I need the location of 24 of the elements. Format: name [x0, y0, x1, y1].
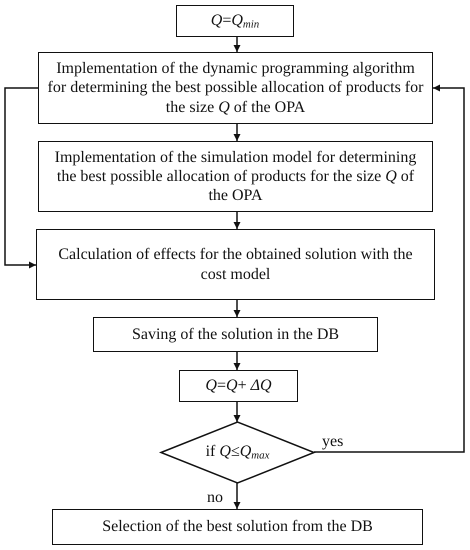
step-text: Implementation of the simulation model for determining the best possible allocation of products for the size Q of the OPA: [54, 148, 418, 206]
arrow: [234, 483, 240, 509]
arrow: [234, 402, 240, 422]
step-text: Selection of the best solution from the DB: [102, 517, 373, 537]
process-box: [38, 52, 433, 124]
arrow: [4, 87, 38, 268]
step-text: Calculation of effects for the obtained solution with the cost model: [57, 245, 414, 284]
process-box: [38, 141, 433, 212]
process-box: [176, 5, 294, 37]
process-box: [93, 317, 378, 352]
arrow: [234, 300, 240, 317]
arrow: [234, 212, 240, 229]
step-text: if Q≤Q$_{max}$: [206, 442, 270, 463]
arrow: [234, 352, 240, 370]
step-text: Implementation of the dynamic programming algorithm for determining the best possible allocation of products for the size Q of the OPA: [47, 59, 424, 117]
arrow: [234, 124, 240, 141]
process-box: [179, 370, 298, 402]
process-box: [36, 229, 435, 300]
step-text: Q=Q+ ΔQ: [205, 376, 272, 396]
arrow: [234, 37, 240, 52]
step-text: Saving of the solution in the DB: [132, 324, 340, 344]
arrow: [314, 84, 465, 453]
step-text: Q=Q$_{min}$: [210, 10, 260, 32]
process-box: [52, 509, 423, 545]
